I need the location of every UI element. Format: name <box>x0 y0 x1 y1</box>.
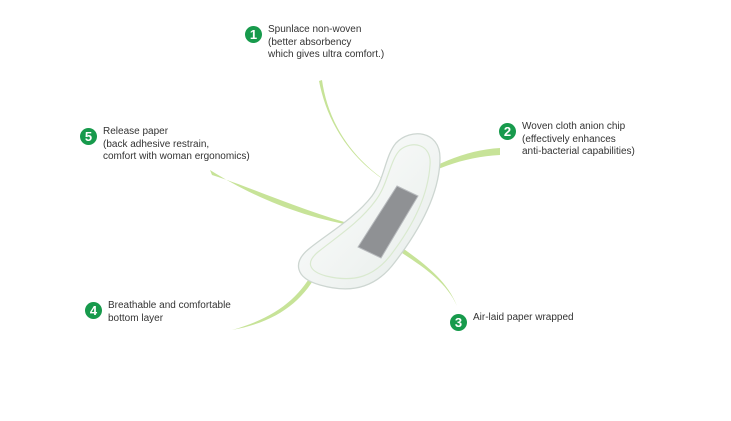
callout-line: (effectively enhances <box>522 133 616 145</box>
leaf-3 <box>402 249 457 306</box>
number-badge: 1 <box>245 26 262 43</box>
callout-line: Spunlace non-woven <box>268 24 362 35</box>
callout-5: 5 Release paper (back adhesive restrain,… <box>80 126 250 164</box>
pad-core <box>358 186 418 258</box>
callout-line: (back adhesive restrain, <box>103 138 210 150</box>
callout-line: Breathable and comfortable <box>108 300 231 311</box>
callout-1: 1 Spunlace non-woven (better absorbency … <box>245 24 384 62</box>
number-badge: 5 <box>80 128 97 145</box>
callout-text: Air-laid paper wrapped <box>473 312 574 325</box>
callout-3: 3 Air-laid paper wrapped <box>450 312 574 331</box>
callout-line: comfort with woman ergonomics) <box>103 151 250 162</box>
callout-line: anti-bacterial capabilities) <box>522 146 635 157</box>
leaf-2 <box>398 148 500 190</box>
leaf-1 <box>319 80 392 185</box>
callout-text: Woven cloth anion chip (effectively enha… <box>522 121 635 159</box>
callout-line: Release paper <box>103 126 169 137</box>
number-badge: 3 <box>450 314 467 331</box>
pad-outer <box>297 133 441 290</box>
callout-4: 4 Breathable and comfortable bottom laye… <box>85 300 231 325</box>
callout-line: (better absorbency <box>268 36 352 48</box>
number-badge: 2 <box>499 123 516 140</box>
callout-line: bottom layer <box>108 312 164 324</box>
callout-line: Woven cloth anion chip <box>522 121 626 132</box>
callout-line: which gives ultra comfort.) <box>268 49 385 60</box>
callout-2: 2 Woven cloth anion chip (effectively en… <box>499 121 635 159</box>
leaf-5 <box>210 170 362 227</box>
callout-leaves <box>210 80 500 330</box>
callout-text: Release paper (back adhesive restrain, c… <box>103 126 250 164</box>
callout-line: Air-laid paper wrapped <box>473 312 574 323</box>
sanitary-pad <box>297 133 441 290</box>
callout-text: Spunlace non-woven (better absorbency wh… <box>268 24 384 62</box>
number-badge: 4 <box>85 302 102 319</box>
pad-inner-ring <box>309 144 431 280</box>
callout-text: Breathable and comfortable bottom layer <box>108 300 231 325</box>
pad-core-edge <box>357 185 419 259</box>
